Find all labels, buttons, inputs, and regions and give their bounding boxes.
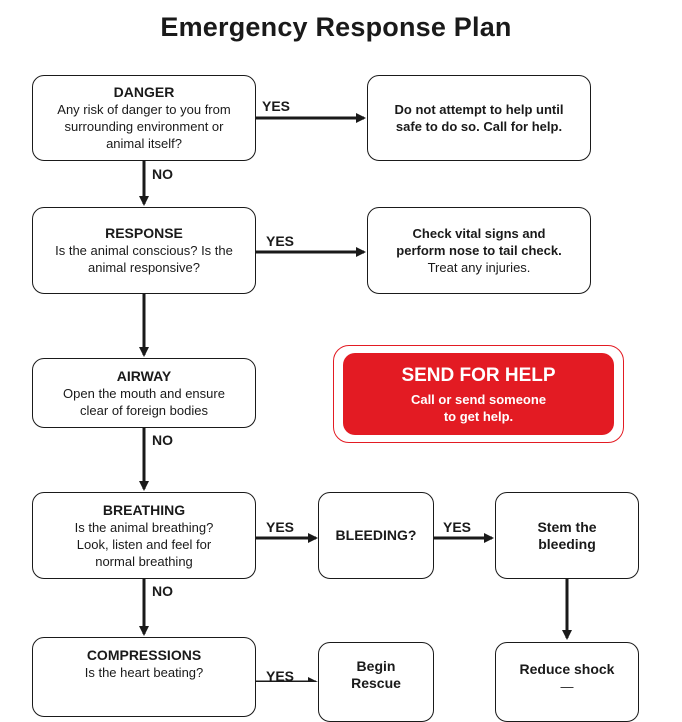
breathing-box: BREATHING Is the animal breathing? Look,…: [32, 492, 256, 579]
response-yes-text-1: Check vital signs and: [412, 226, 546, 241]
bleeding-heading: BLEEDING?: [335, 527, 417, 543]
danger-yes-box: Do not attempt to help until safe to do …: [367, 75, 591, 161]
label-no-airway: NO: [152, 432, 173, 448]
response-yes-text-3: Treat any injuries.: [427, 260, 531, 275]
airway-text-1: Open the mouth and ensure: [63, 385, 225, 401]
send-help-frame: [333, 345, 624, 443]
airway-text-2: clear of foreign bodies: [80, 402, 208, 418]
airway-box: AIRWAY Open the mouth and ensure clear o…: [32, 358, 256, 428]
response-yes-box: Check vital signs and perform nose to ta…: [367, 207, 591, 294]
response-heading: RESPONSE: [105, 225, 183, 241]
danger-text-3: animal itself?: [106, 136, 182, 151]
response-text-2: animal responsive?: [87, 260, 200, 275]
label-yes-breathing: YES: [266, 519, 295, 535]
label-yes-response: YES: [266, 233, 295, 249]
response-text-1: Is the animal conscious? Is the: [55, 243, 233, 258]
danger-text-1: Any risk of danger to you from: [57, 102, 231, 117]
reduce-shock-box: Reduce shock —: [495, 642, 639, 722]
response-yes-text-2: perform nose to tail check.: [396, 243, 562, 258]
danger-heading: DANGER: [113, 84, 175, 100]
begin-rescue-box: Begin Rescue: [318, 642, 434, 722]
breathing-text-2: Look, listen and feel for: [76, 536, 212, 552]
send-help-box: SEND FOR HELP Call or send someone to ge…: [343, 353, 614, 435]
label-no-breathing: NO: [152, 583, 173, 599]
send-help-heading: SEND FOR HELP: [401, 364, 556, 386]
label-yes-bleeding: YES: [443, 519, 472, 535]
begin-text-1: Begin: [356, 658, 396, 674]
shock-text-1: Reduce shock: [519, 661, 615, 677]
airway-heading: AIRWAY: [116, 367, 172, 384]
send-help-text-2: to get help.: [443, 408, 514, 424]
danger-box: DANGER Any risk of danger to you from su…: [32, 75, 256, 161]
shock-text-2: —: [560, 679, 574, 694]
stem-box: Stem the bleeding: [495, 492, 639, 579]
danger-yes-text-1: Do not attempt to help until: [394, 102, 564, 117]
compressions-box: COMPRESSIONS Is the heart beating?: [32, 637, 256, 717]
danger-yes-text-2: safe to do so. Call for help.: [395, 119, 563, 134]
stem-text-1: Stem the: [537, 518, 597, 535]
label-yes-compressions: YES: [266, 668, 295, 684]
page-title: Emergency Response Plan: [160, 12, 512, 42]
response-box: RESPONSE Is the animal conscious? Is the…: [32, 207, 256, 294]
stem-text-2: bleeding: [538, 535, 596, 552]
begin-text-2: Rescue: [351, 675, 401, 691]
bleeding-box: BLEEDING?: [318, 492, 434, 579]
danger-text-2: surrounding environment or: [64, 119, 224, 134]
breathing-heading: BREATHING: [102, 501, 186, 518]
send-help-text-1: Call or send someone: [410, 391, 547, 407]
flow-connectors: [139, 113, 572, 682]
breathing-text-3: normal breathing: [95, 553, 193, 569]
compressions-text-1: Is the heart beating?: [84, 665, 204, 680]
compressions-heading: COMPRESSIONS: [86, 647, 202, 663]
label-yes-danger: YES: [262, 98, 291, 114]
label-no-danger: NO: [152, 166, 173, 182]
breathing-text-1: Is the animal breathing?: [74, 519, 214, 535]
